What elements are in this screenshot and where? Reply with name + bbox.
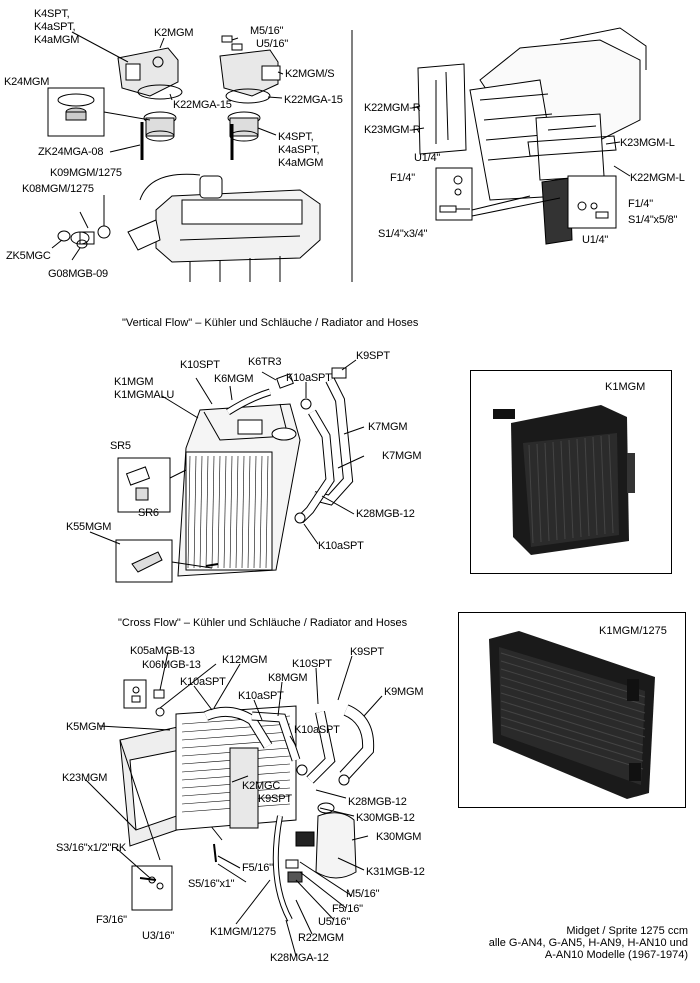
part-label: F5/16" <box>332 903 363 915</box>
part-label: K55MGM <box>66 521 112 533</box>
part-label: U1/4" <box>414 152 441 164</box>
part-label: F3/16" <box>96 914 127 926</box>
part-label: K4aMGM <box>278 157 324 169</box>
footer-line: alle G-AN4, G-AN5, H-AN9, H-AN10 und <box>488 937 688 949</box>
part-label: K06MGB-13 <box>142 659 201 671</box>
part-label: M5/16" <box>346 888 380 900</box>
part-label: K28MGB-12 <box>348 796 407 808</box>
cross-flow-caption: "Cross Flow" – Kühler und Schläuche / Ra… <box>118 617 408 629</box>
part-label: K31MGB-12 <box>366 866 425 878</box>
part-label: K23MGM <box>62 772 108 784</box>
part-label: U1/4" <box>582 234 609 246</box>
part-label: K22MGA-15 <box>173 99 232 111</box>
model-applicability-footer: Midget / Sprite 1275 ccm alle G-AN4, G-A… <box>489 925 688 961</box>
part-label: U5/16" <box>256 38 289 50</box>
radiator-image <box>489 631 655 799</box>
part-label: K7MGM <box>382 450 422 462</box>
part-label: K23MGM-R <box>364 124 421 136</box>
part-label: F5/16" <box>242 862 273 874</box>
footer-line: Midget / Sprite 1275 ccm <box>566 925 688 937</box>
part-label: R22MGM <box>298 932 344 944</box>
part-label: M5/16" <box>250 25 284 37</box>
part-label: SR5 <box>110 440 131 452</box>
footer-line: A-AN10 Modelle (1967-1974) <box>544 949 688 961</box>
part-label: K1MGMALU <box>114 389 175 401</box>
part-label: K10aSPT <box>238 690 284 702</box>
part-label: K22MGA-15 <box>284 94 343 106</box>
part-label: K10aSPT <box>294 724 340 736</box>
part-label: U5/16" <box>318 916 351 928</box>
part-label: S5/16"x1" <box>188 878 235 890</box>
part-label: K2MGM/S <box>285 68 335 80</box>
part-label: F1/4" <box>628 198 653 210</box>
part-label: K10SPT <box>180 359 220 371</box>
part-label: K4SPT, <box>34 8 70 20</box>
part-label: K7MGM <box>368 421 408 433</box>
part-label: S3/16"x1/2"RK <box>56 842 127 854</box>
part-label: K6MGM <box>214 373 254 385</box>
radiator-photo-k1mgm1275: K1MGM/1275 <box>458 612 686 808</box>
part-label: K1MGM/1275 <box>210 926 276 938</box>
part-label: K30MGB-12 <box>356 812 415 824</box>
part-label: K12MGM <box>222 654 268 666</box>
part-label: G08MGB-09 <box>48 268 108 280</box>
part-label: K4aSPT, <box>278 144 320 156</box>
part-label: K30MGM <box>376 831 422 843</box>
part-label: K4aSPT, <box>34 21 76 33</box>
part-label: K08MGM/1275 <box>22 183 94 195</box>
part-label: K2MGM <box>154 27 194 39</box>
part-label: K5MGM <box>66 721 106 733</box>
part-label: S1/4"x3/4" <box>378 228 428 240</box>
part-label: F1/4" <box>390 172 415 184</box>
part-label: K4SPT, <box>278 131 314 143</box>
part-label: K28MGB-12 <box>356 508 415 520</box>
photo-label: K1MGM <box>605 381 646 393</box>
part-label: K4aMGM <box>34 34 80 46</box>
part-label: K8MGM <box>268 672 308 684</box>
part-label: K23MGM-L <box>620 137 675 149</box>
part-label: K9SPT <box>258 793 292 805</box>
part-label: K09MGM/1275 <box>50 167 122 179</box>
radiator-photo-k1mgm: K1MGM <box>470 370 672 574</box>
part-label: K10SPT <box>292 658 332 670</box>
vertical-flow-caption: "Vertical Flow" – Kühler und Schläuche /… <box>122 317 419 329</box>
part-label: S1/4"x5/8" <box>628 214 678 226</box>
part-label: K05aMGB-13 <box>130 645 195 657</box>
part-label: ZK24MGA-08 <box>38 146 104 158</box>
radiator-image <box>493 405 635 555</box>
part-label: U3/16" <box>142 930 175 942</box>
part-label: K24MGM <box>4 76 50 88</box>
part-label: K6TR3 <box>248 356 282 368</box>
part-label: ZK5MGC <box>6 250 51 262</box>
part-label: K1MGM <box>114 376 154 388</box>
part-label: K22MGM-L <box>630 172 685 184</box>
part-label: K2MGC <box>242 780 281 792</box>
part-label: K10aSPT <box>286 372 332 384</box>
part-label: K10aSPT <box>318 540 364 552</box>
part-label: K9MGM <box>384 686 424 698</box>
part-label: SR6 <box>138 507 159 519</box>
photo-label: K1MGM/1275 <box>599 625 667 637</box>
part-label: K9SPT <box>356 350 390 362</box>
part-label: K10aSPT <box>180 676 226 688</box>
part-label: K22MGM-R <box>364 102 421 114</box>
part-label: K28MGA-12 <box>270 952 329 964</box>
part-label: K9SPT <box>350 646 384 658</box>
